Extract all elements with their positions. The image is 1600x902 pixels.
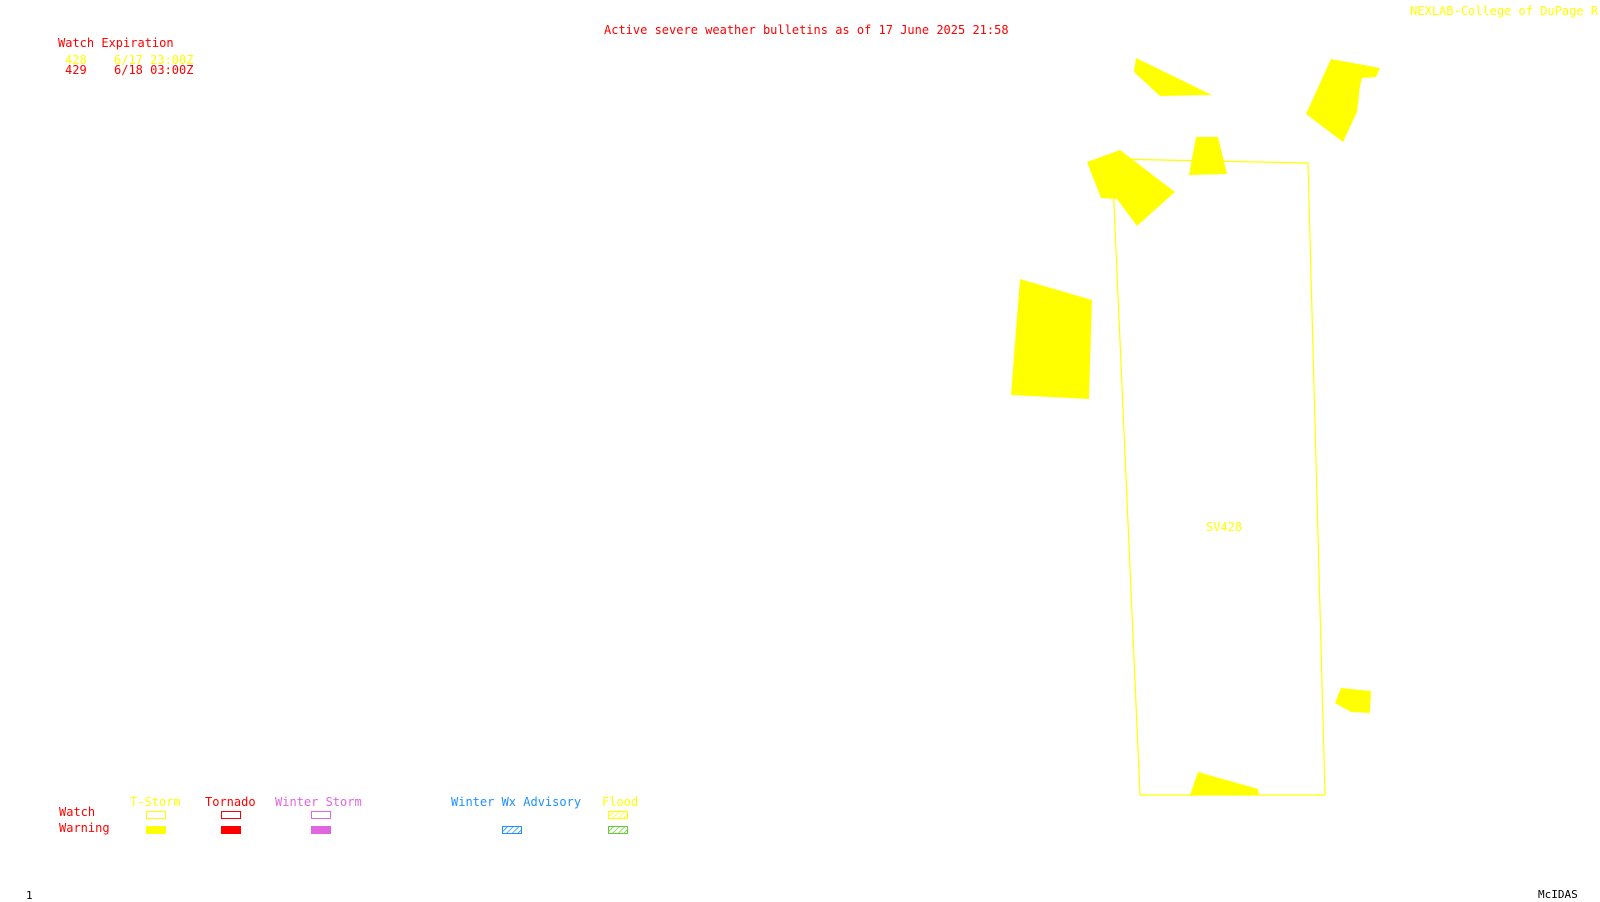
legend-tornado-label: Tornado bbox=[205, 795, 256, 809]
legend-tstorm-watch-swatch bbox=[146, 811, 166, 819]
watch-number: 428 bbox=[65, 53, 87, 67]
legend-tornado-warning-swatch bbox=[221, 826, 241, 834]
legend-winter-storm-label: Winter Storm bbox=[275, 795, 362, 809]
legend-tstorm-warning-swatch bbox=[146, 826, 166, 834]
software-label: McIDAS bbox=[1538, 888, 1578, 901]
tstorm-warning-polygon bbox=[1011, 279, 1092, 399]
tstorm-warning-polygon bbox=[1306, 59, 1380, 142]
watch-expiration-time: 6/17 23:00Z bbox=[114, 53, 194, 67]
legend-winter-wx-advisory-label: Winter Wx Advisory bbox=[451, 795, 582, 809]
frame-number: 1 bbox=[26, 889, 33, 902]
legend-watch-row-label: Watch bbox=[59, 805, 96, 819]
legend-tornado-watch-swatch bbox=[221, 811, 241, 819]
tstorm-warning-polygon bbox=[1335, 688, 1371, 713]
legend-tstorm-label: T-Storm bbox=[130, 795, 181, 809]
legend-flood-warning-swatch bbox=[608, 826, 628, 834]
watch-box-label: SV428 bbox=[1206, 520, 1243, 534]
tstorm-warning-polygon bbox=[1087, 150, 1175, 226]
legend-winter-storm-watch-swatch bbox=[311, 811, 331, 819]
watch-number: 429 bbox=[65, 63, 87, 77]
legend-winter-storm-warning-swatch bbox=[311, 826, 331, 834]
watch-expiration-heading: Watch Expiration bbox=[58, 36, 174, 50]
watch-expiration-time: 6/18 03:00Z bbox=[114, 63, 194, 77]
legend-warning-row-label: Warning bbox=[59, 821, 110, 835]
tstorm-warning-polygon bbox=[1189, 137, 1227, 175]
legend-flood-label: Flood bbox=[602, 795, 639, 809]
tstorm-warning-polygon bbox=[1190, 772, 1259, 795]
tstorm-warning-polygon bbox=[1134, 58, 1212, 96]
source-credit: NEXLAB-College of DuPage R bbox=[1410, 4, 1598, 18]
legend-flood-watch-swatch bbox=[608, 811, 628, 819]
bulletin-title: Active severe weather bulletins as of 17… bbox=[604, 23, 1009, 37]
legend-winter-wx-advisory-swatch bbox=[502, 826, 522, 834]
watch-box-428 bbox=[1111, 158, 1326, 796]
